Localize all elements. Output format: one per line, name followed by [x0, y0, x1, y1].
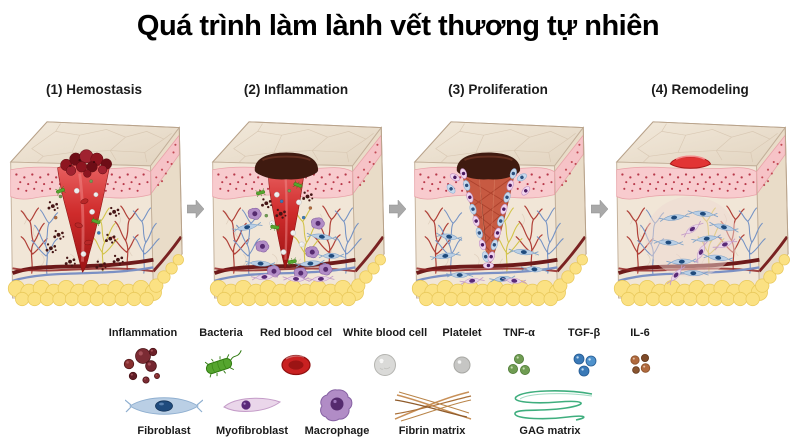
fibroblast-icon	[125, 388, 203, 424]
legend-item-fibrin-matrix: Fibrin matrix	[372, 388, 492, 438]
next-stage-arrow	[589, 82, 609, 307]
gag-matrix-icon	[504, 388, 596, 424]
legend-label-fibroblast: Fibroblast	[137, 425, 191, 437]
tnf-alpha-icon	[505, 340, 533, 390]
legend-label-tnf-alpha: TNF-α	[503, 327, 535, 339]
legend-item-red-blood-cell: Red blood cel	[241, 326, 351, 390]
legend-item-inflammation-cells: Inflammation	[88, 326, 198, 390]
legend-item-gag-matrix: GAG matrix	[490, 388, 610, 438]
next-stage-arrow	[185, 82, 205, 307]
stages-row: (1) Hemostasis (2) Inflammation (3) Prolif…	[3, 82, 793, 307]
platelet-icon	[452, 340, 472, 390]
legend-label-myofibroblast: Myofibroblast	[215, 425, 289, 437]
bacteria-icon	[197, 340, 245, 390]
stage-illustration-proliferation	[407, 110, 589, 307]
stage-label-proliferation: (3) Proliferation	[448, 82, 548, 97]
stage-label-hemostasis: (1) Hemostasis	[45, 82, 143, 97]
stage-label-inflammation: (2) Inflammation	[243, 82, 349, 97]
legend-item-fibroblast: Fibroblast	[104, 388, 224, 438]
red-blood-cell-icon	[278, 340, 314, 390]
myofibroblast-icon	[221, 388, 283, 424]
fibrin-matrix-icon	[391, 388, 473, 424]
legend-label-inflammation-cells: Inflammation	[108, 327, 178, 339]
macrophage-icon	[316, 388, 358, 424]
legend-item-bacteria: Bacteria	[166, 326, 276, 390]
legend-label-il-6: IL-6	[630, 327, 650, 339]
legend-label-white-blood-cell: White blood cell	[342, 327, 428, 339]
figure-title: Quá trình làm lành vết thương tự nhiên	[136, 10, 660, 42]
legend-item-platelet: Platelet	[407, 326, 517, 390]
legend-label-gag-matrix: GAG matrix	[519, 425, 581, 437]
legend-item-il-6: IL-6	[585, 326, 695, 390]
stage-illustration-remodeling	[609, 110, 791, 307]
legend-label-tgf-beta: TGF-β	[567, 327, 601, 339]
stage-illustration-hemostasis	[3, 110, 185, 307]
legend-label-red-blood-cell: Red blood cel	[259, 327, 333, 339]
legend-item-tnf-alpha: TNF-α	[464, 326, 574, 390]
stage-inflammation: (2) Inflammation	[205, 82, 387, 307]
legend-item-macrophage: Macrophage	[277, 388, 397, 438]
legend-item-myofibroblast: Myofibroblast	[192, 388, 312, 438]
stage-proliferation: (3) Proliferation	[407, 82, 589, 307]
il-6-icon	[627, 340, 653, 390]
stage-label-remodeling: (4) Remodeling	[651, 82, 749, 97]
legend-label-fibrin-matrix: Fibrin matrix	[398, 425, 466, 437]
legend-label-platelet: Platelet	[442, 327, 482, 339]
legend-item-white-blood-cell: White blood cell	[330, 326, 440, 390]
inflammation-cells-icon	[120, 340, 166, 390]
legend-label-bacteria: Bacteria	[199, 327, 243, 339]
stage-remodeling: (4) Remodeling	[609, 82, 791, 307]
stage-hemostasis: (1) Hemostasis	[3, 82, 185, 307]
legend-item-tgf-beta: TGF-β	[529, 326, 639, 390]
legend-label-macrophage: Macrophage	[304, 425, 370, 437]
white-blood-cell-icon	[372, 340, 398, 390]
tgf-beta-icon	[569, 340, 599, 390]
next-stage-arrow	[387, 82, 407, 307]
stage-illustration-inflammation	[205, 110, 387, 307]
